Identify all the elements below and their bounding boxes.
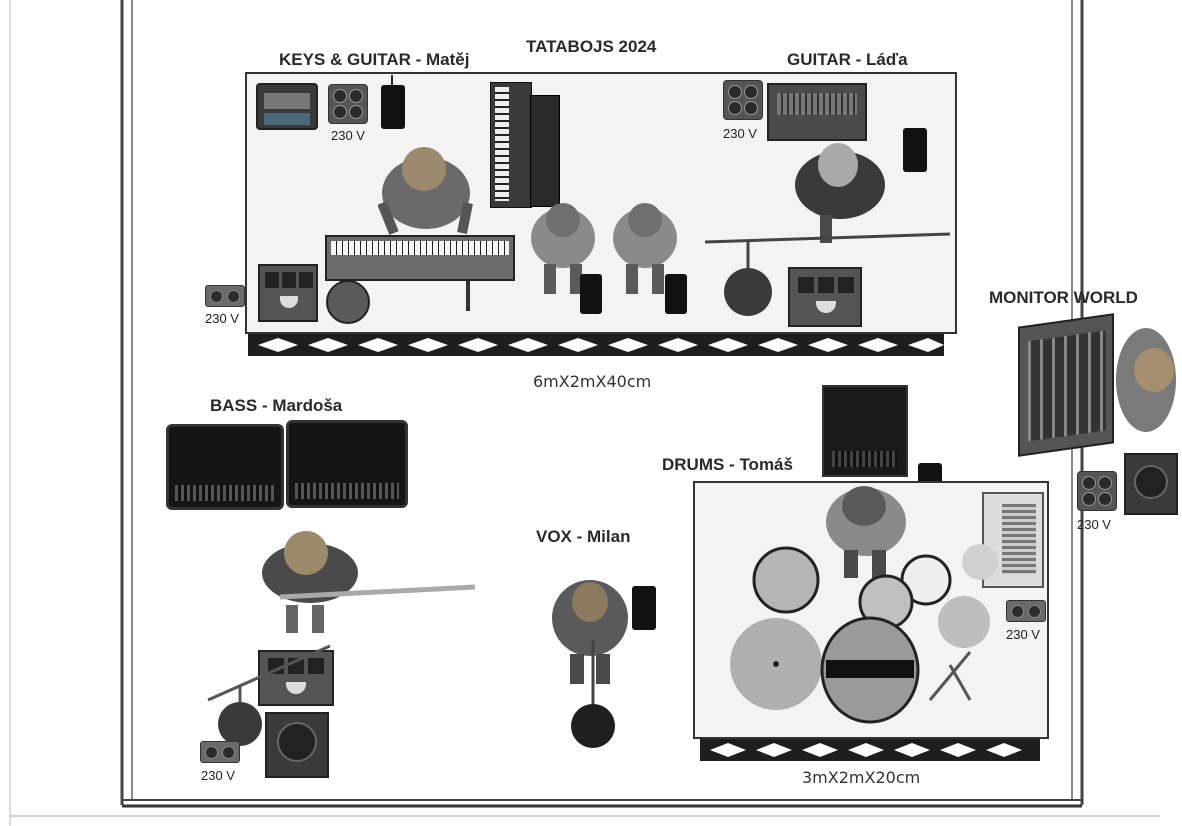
monitor-wedge-cone — [1134, 465, 1168, 499]
guitar-pedalboard — [788, 267, 862, 327]
guitar-mic-boom — [704, 232, 951, 316]
drums-power-label: 230 V — [1006, 627, 1040, 642]
center-performer-2-shape — [613, 203, 677, 294]
monitor-engineer-shape — [1116, 328, 1176, 432]
bass-label: BASS - Mardoša — [210, 396, 343, 415]
mixer-faders — [1028, 330, 1106, 442]
bass-player-shape — [262, 531, 476, 633]
drums-power-outlet — [1006, 600, 1046, 622]
guitar-player-shape — [795, 143, 885, 243]
bass-pedal-4 — [286, 682, 306, 694]
guitar-pedal-1 — [798, 277, 814, 293]
drum-riser-truss — [700, 739, 1040, 761]
main-riser-truss — [248, 334, 944, 356]
center-performer-2 — [610, 198, 680, 298]
bass-power-label: 230 V — [201, 768, 235, 783]
drum-truss-pattern — [710, 743, 1022, 757]
keys-power-box — [328, 84, 368, 124]
bass-cab-left — [166, 424, 284, 510]
vox-iem-pack — [632, 586, 656, 630]
guitar-iem-pack — [903, 128, 927, 172]
drum-riser-dimensions: 3mX2mX20cm — [802, 768, 921, 787]
bass-cab-left-grille — [175, 485, 275, 501]
keys-pedalboard — [258, 264, 318, 322]
vox-mic-stand — [571, 640, 615, 748]
drum-kit — [730, 544, 998, 724]
guitar-pedal-3 — [838, 277, 854, 293]
drummer-figure — [822, 482, 912, 582]
monitor-wedge — [1124, 453, 1178, 515]
laptop-keyboard — [1002, 504, 1036, 574]
guitar-amp-panel — [777, 93, 857, 115]
pedal-2 — [282, 272, 296, 288]
keys-amp-panel — [264, 93, 310, 109]
plot-title: TATABOJS 2024 — [526, 37, 657, 56]
bass-monitor-cone — [277, 722, 317, 762]
center-iem-pack-1 — [580, 274, 602, 314]
guitar-power-box — [723, 80, 763, 120]
vox-singer-figure — [548, 568, 632, 688]
main-keyboard-keys — [331, 241, 509, 255]
monitor-world-label: MONITOR WORLD — [989, 288, 1138, 307]
keys-power-label: 230 V — [331, 128, 365, 143]
center-performer-1 — [528, 198, 598, 298]
guitar-player-figure — [790, 135, 890, 245]
bass-pedal-3 — [308, 658, 324, 674]
truss-pattern — [258, 338, 944, 352]
guitar-pedal-2 — [818, 277, 834, 293]
guitar-power-label: 230 V — [723, 126, 757, 141]
keys-iem-antenna — [391, 75, 393, 85]
center-performer-1-shape — [531, 203, 595, 294]
bass-cab-right-grille — [295, 483, 399, 499]
bass-monitor-wedge — [265, 712, 329, 778]
drum-sub-grille — [832, 451, 898, 467]
pedal-4 — [280, 296, 298, 308]
main-keyboard — [325, 235, 515, 281]
drum-sub — [822, 385, 908, 477]
synth-rack-keys — [495, 87, 509, 201]
bass-cab-right — [286, 420, 408, 508]
keys-iem-pack — [381, 75, 405, 129]
keys-mic-base — [326, 280, 370, 324]
bass-player-figure — [250, 525, 480, 635]
bass-power-outlet — [200, 741, 240, 763]
left-power-outlet — [205, 285, 245, 307]
left-power-label: 230 V — [205, 311, 239, 326]
keys-guitar-label: KEYS & GUITAR - Matěj — [279, 50, 470, 69]
bass-pedal-1 — [268, 658, 284, 674]
guitar-amp — [767, 83, 867, 141]
center-iem-pack-2 — [665, 274, 687, 314]
synth-2 — [530, 95, 560, 207]
pedal-1 — [265, 272, 279, 288]
main-riser-dimensions: 6mX2mX40cm — [533, 372, 652, 391]
monitor-mixer — [1018, 313, 1114, 457]
drummer-shape — [826, 486, 906, 578]
keys-player-shape — [377, 147, 473, 235]
drums-label: DRUMS - Tomáš — [662, 455, 793, 474]
pedal-3 — [299, 272, 313, 288]
guitar-label: GUITAR - Láďa — [787, 50, 908, 69]
vox-singer-shape — [552, 580, 628, 684]
keys-amp-grille — [264, 113, 310, 125]
keys-player-figure — [377, 143, 478, 235]
monitor-engineer — [1112, 320, 1178, 440]
monitor-power-box — [1077, 471, 1117, 511]
guitar-pedal-4 — [816, 301, 836, 313]
bass-pedalboard — [258, 650, 334, 706]
synth-rack — [490, 82, 532, 208]
keys-amp — [256, 83, 318, 130]
vox-label: VOX - Milan — [536, 527, 631, 546]
bass-mic-stand — [207, 644, 331, 746]
monitor-power-label: 230 V — [1077, 517, 1111, 532]
